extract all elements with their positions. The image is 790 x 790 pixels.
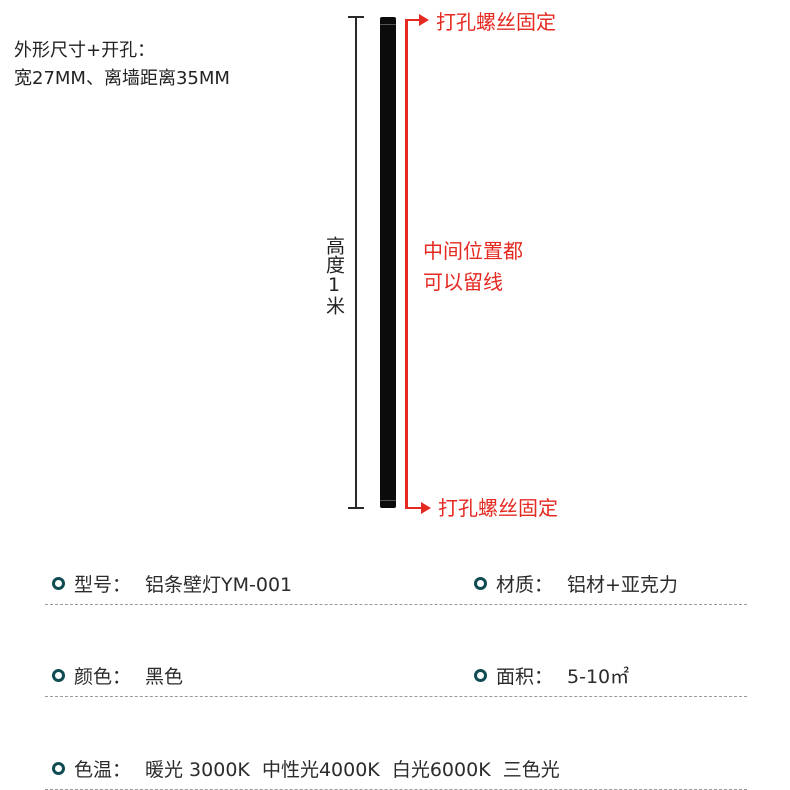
bottom-arrow-shaft bbox=[405, 507, 423, 509]
spec-row-color-area: 颜色： 黑色 面积： 5-10㎡ bbox=[45, 660, 747, 697]
spec-area-label: 面积： bbox=[496, 666, 554, 688]
bullet-icon bbox=[52, 669, 65, 682]
spec-row-model-material: 型号： 铝条壁灯YM-001 材质： 铝材+亚克力 bbox=[45, 568, 747, 605]
bullet-icon bbox=[474, 577, 487, 590]
lamp-top-cap bbox=[380, 24, 396, 25]
spec-material-label: 材质： bbox=[496, 574, 554, 596]
spec-color: 颜色： 黑色 bbox=[52, 662, 183, 689]
dimension-description: 外形尺寸+开孔： 宽27MM、离墙距离35MM bbox=[14, 37, 230, 93]
spec-temperature-value: 暖光 3000K 中性光4000K 白光6000K 三色光 bbox=[145, 759, 560, 781]
height-dimension-bottom-cap bbox=[348, 507, 364, 509]
spec-material-value: 铝材+亚克力 bbox=[567, 574, 678, 596]
dimension-heading: 外形尺寸+开孔： bbox=[14, 40, 156, 61]
bullet-icon bbox=[474, 669, 487, 682]
lamp-bottom-cap bbox=[380, 500, 396, 501]
top-arrow-shaft bbox=[405, 19, 421, 21]
mounting-annotation-line bbox=[405, 19, 408, 509]
middle-wiring-label-line2: 可以留线 bbox=[423, 270, 503, 294]
spec-material: 材质： 铝材+亚克力 bbox=[474, 570, 678, 597]
height-label: 高度1米 bbox=[323, 236, 345, 315]
dimension-values: 宽27MM、离墙距离35MM bbox=[14, 68, 230, 89]
middle-wiring-label-line1: 中间位置都 bbox=[423, 239, 523, 263]
spec-temperature: 色温： 暖光 3000K 中性光4000K 白光6000K 三色光 bbox=[52, 755, 560, 782]
top-arrow-icon bbox=[419, 14, 429, 26]
spec-model-value: 铝条壁灯YM-001 bbox=[145, 574, 293, 596]
bullet-icon bbox=[52, 762, 65, 775]
height-dimension-line bbox=[355, 17, 357, 509]
wall-lamp-bar bbox=[380, 17, 396, 508]
spec-area-value: 5-10㎡ bbox=[567, 666, 630, 688]
spec-temperature-label: 色温： bbox=[74, 759, 132, 781]
spec-color-value: 黑色 bbox=[145, 666, 184, 688]
bottom-mounting-label: 打孔螺丝固定 bbox=[438, 496, 558, 520]
spec-area: 面积： 5-10㎡ bbox=[474, 662, 629, 689]
spec-color-label: 颜色： bbox=[74, 666, 132, 688]
bullet-icon bbox=[52, 577, 65, 590]
height-dimension-top-cap bbox=[348, 16, 364, 18]
spec-row-temperature: 色温： 暖光 3000K 中性光4000K 白光6000K 三色光 bbox=[45, 753, 747, 790]
spec-model-label: 型号： bbox=[74, 574, 132, 596]
bottom-arrow-icon bbox=[421, 502, 431, 514]
top-mounting-label: 打孔螺丝固定 bbox=[436, 10, 556, 34]
spec-model: 型号： 铝条壁灯YM-001 bbox=[52, 570, 292, 597]
